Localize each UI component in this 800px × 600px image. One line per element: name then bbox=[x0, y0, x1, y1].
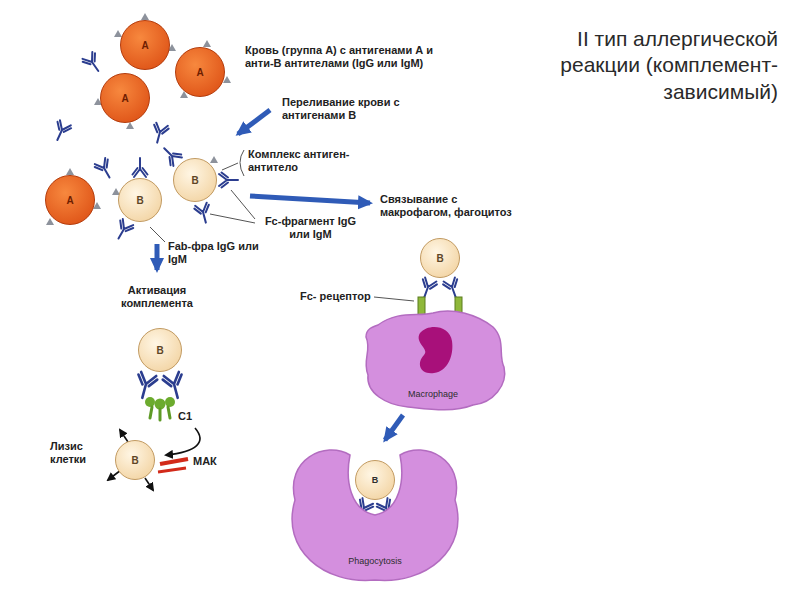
red-cell: A bbox=[120, 20, 170, 70]
c1-complex bbox=[145, 397, 175, 420]
leader-line bbox=[150, 227, 165, 242]
donor-cell: B bbox=[115, 440, 155, 480]
c1-stalks bbox=[150, 407, 170, 420]
annotation-label: Связывание с макрофагом, фагоцитоз bbox=[380, 193, 530, 220]
bound-antibody bbox=[133, 371, 158, 400]
annotation-label: Комплекс антиген- антитело bbox=[248, 148, 363, 175]
bound-antibody bbox=[442, 277, 463, 300]
donor-cell: B bbox=[355, 460, 395, 500]
leader-line bbox=[374, 297, 414, 301]
antigen bbox=[210, 156, 218, 163]
cell-letter: B bbox=[356, 475, 394, 485]
donor-cell: B bbox=[138, 328, 182, 372]
c1-part bbox=[145, 397, 155, 407]
c1-arrow bbox=[166, 428, 200, 455]
bound-antibody bbox=[194, 202, 213, 224]
donor-cell: B bbox=[118, 178, 162, 222]
bracket bbox=[240, 150, 244, 176]
antigens bbox=[46, 13, 231, 225]
free-antibody bbox=[81, 51, 104, 75]
annotation-label: C1 bbox=[178, 410, 198, 423]
donor-cell: B bbox=[420, 238, 460, 278]
bound-antibody bbox=[112, 218, 134, 242]
cell-letter: B bbox=[136, 195, 143, 206]
annotation-label: Fab-фра IgG или IgM bbox=[168, 240, 263, 267]
annotation-label: Кровь (группа А) с антигенами А и анти-В… bbox=[245, 44, 460, 71]
annotation-label: Лизис клетки bbox=[50, 440, 98, 467]
cell-letter: A bbox=[196, 67, 203, 78]
red-cell: A bbox=[100, 73, 150, 123]
free-antibody bbox=[51, 120, 73, 144]
cell-letter: B bbox=[191, 175, 198, 186]
c1-part bbox=[165, 397, 175, 407]
lysis-arrow bbox=[120, 430, 128, 442]
diagram-title: II тип аллергической реакции (комплемент… bbox=[516, 26, 778, 105]
antigen bbox=[66, 168, 74, 175]
mac-pore bbox=[158, 468, 186, 472]
leader-line bbox=[210, 190, 255, 223]
cell-letter: A bbox=[141, 40, 148, 51]
donor-cell: B bbox=[173, 158, 217, 202]
lysis-arrow bbox=[145, 478, 153, 490]
process-arrow bbox=[385, 415, 403, 440]
phagocyte-shape: Phagocytosis B bbox=[275, 440, 475, 590]
antigen bbox=[141, 13, 149, 20]
antigen bbox=[126, 122, 134, 129]
annotation-label: Fc-фрагмент IgG или IgM bbox=[258, 215, 363, 242]
annotation-label: Активация комплемента bbox=[98, 284, 216, 311]
cell-letter: B bbox=[131, 455, 138, 466]
cell-caption: Phagocytosis bbox=[275, 556, 475, 566]
cell-letter: A bbox=[66, 195, 73, 206]
process-arrows bbox=[157, 110, 370, 270]
antigen bbox=[203, 40, 211, 47]
binding-arrow bbox=[250, 196, 370, 203]
annotation-label: Fc- рецептор bbox=[300, 290, 380, 303]
cell-letter: B bbox=[436, 253, 443, 264]
bound-antibody bbox=[219, 173, 238, 188]
leader-line bbox=[222, 163, 238, 170]
cell-letter: B bbox=[156, 345, 163, 356]
free-antibody bbox=[150, 122, 169, 144]
mac-pore bbox=[160, 459, 188, 464]
transfusion-arrow bbox=[238, 110, 270, 134]
antibodies bbox=[51, 51, 463, 521]
complement-arrow bbox=[155, 244, 160, 270]
annotation-label: Переливание крови с антигенами В bbox=[282, 96, 447, 123]
cell-caption: Macrophage bbox=[358, 389, 508, 399]
bound-antibody bbox=[162, 371, 187, 400]
antigen bbox=[46, 218, 54, 225]
red-cell: A bbox=[45, 175, 95, 225]
macrophage-shape: Macrophage bbox=[358, 305, 508, 415]
lysis bbox=[108, 428, 200, 490]
free-antibody bbox=[94, 157, 116, 181]
cell-letter: A bbox=[121, 93, 128, 104]
nucleus bbox=[419, 327, 453, 373]
red-cell: A bbox=[175, 47, 225, 97]
fc-receptor bbox=[418, 297, 425, 315]
bound-antibody bbox=[417, 277, 438, 300]
annotation-label: МАК bbox=[193, 455, 233, 468]
bound-antibody bbox=[133, 158, 148, 177]
